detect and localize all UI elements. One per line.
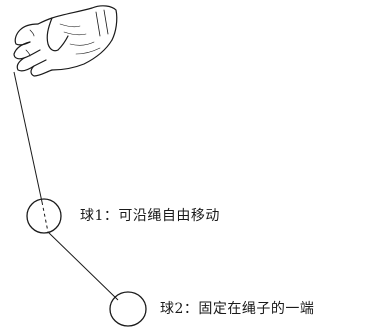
string-lower: [47, 231, 119, 301]
ball-2-label: 球2：固定在绳子的一端: [160, 301, 315, 317]
string-through-ball1: [41, 201, 49, 233]
ball-1: [26, 198, 62, 234]
ball-1-label: 球1：可沿绳自由移动: [80, 208, 220, 224]
ball-2: [109, 291, 147, 327]
hand-holding-string-icon: [13, 5, 118, 77]
string-upper: [13, 71, 43, 203]
